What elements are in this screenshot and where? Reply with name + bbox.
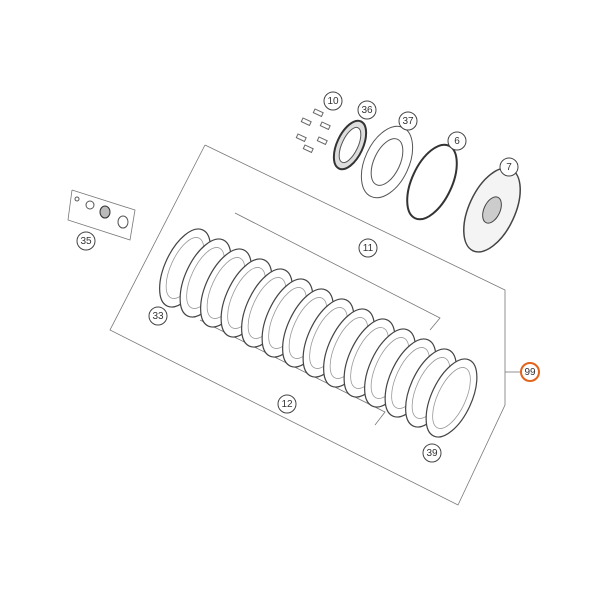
- group-frame-11: [234, 212, 441, 331]
- callout-circle: [277, 394, 297, 414]
- assembly-frame: [109, 144, 506, 506]
- callout-99[interactable]: 99: [520, 362, 540, 382]
- callout-circle: [148, 306, 168, 326]
- bolts: [295, 108, 331, 154]
- callout-37[interactable]: 37: [398, 111, 418, 131]
- callout-7[interactable]: 7: [499, 157, 519, 177]
- callout-36[interactable]: 36: [357, 100, 377, 120]
- washer-37-inner: [370, 138, 404, 186]
- part-35-b: [85, 200, 95, 210]
- bracket-35: [67, 189, 136, 241]
- bearing-36-inner: [338, 126, 362, 164]
- callout-11[interactable]: 11: [358, 238, 378, 258]
- callout-circle: [422, 443, 442, 463]
- callout-circle: [357, 100, 377, 120]
- pressure-plate-7-hub: [482, 196, 502, 224]
- callout-circle: [447, 131, 467, 151]
- callout-circle: [520, 362, 540, 382]
- callout-label: 37: [402, 116, 414, 127]
- callout-label: 99: [524, 367, 536, 378]
- part-35-c: [99, 205, 111, 219]
- group-frame-12: [199, 319, 386, 426]
- clutch-disc-inner: [432, 367, 471, 429]
- callout-6[interactable]: 6: [447, 131, 467, 151]
- callout-circle: [323, 91, 343, 111]
- callout-circle: [499, 157, 519, 177]
- callout-label: 36: [361, 105, 373, 116]
- callout-39[interactable]: 39: [422, 443, 442, 463]
- callout-label: 10: [327, 96, 339, 107]
- callout-12[interactable]: 12: [277, 394, 297, 414]
- ring-6: [406, 143, 458, 221]
- callout-circle: [358, 238, 378, 258]
- clutch-disc-stack: [159, 228, 478, 438]
- part-35-a: [74, 196, 80, 202]
- callout-circle: [76, 231, 96, 251]
- part-35-d: [117, 215, 129, 229]
- callout-label: 39: [426, 448, 438, 459]
- clutch-disc: [425, 358, 478, 438]
- callout-label: 7: [506, 162, 512, 173]
- callout-circle: [398, 111, 418, 131]
- callout-label: 35: [80, 236, 92, 247]
- callout-label: 6: [454, 136, 460, 147]
- callout-35[interactable]: 35: [76, 231, 96, 251]
- callout-33[interactable]: 33: [148, 306, 168, 326]
- callout-label: 33: [152, 311, 164, 322]
- callout-label: 11: [363, 243, 374, 254]
- callout-label: 12: [281, 399, 293, 410]
- callout-10[interactable]: 10: [323, 91, 343, 111]
